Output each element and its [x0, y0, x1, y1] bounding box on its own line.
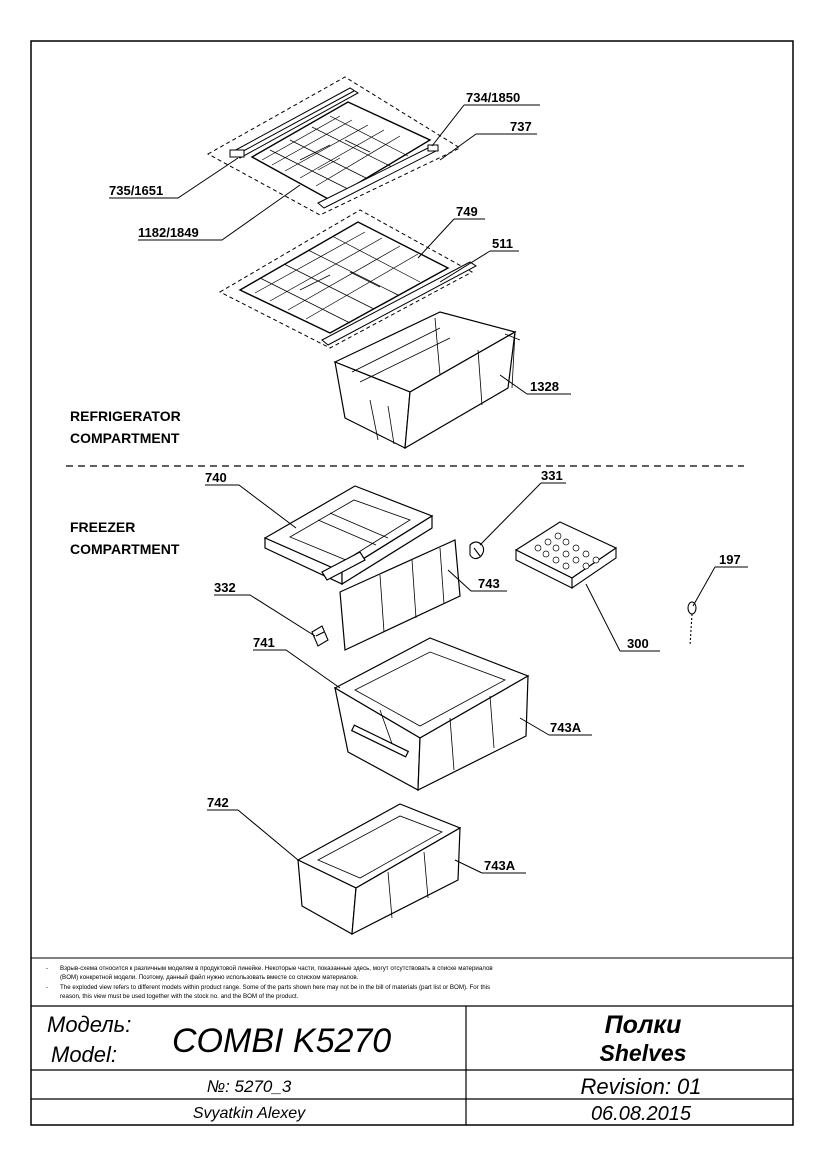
part-label-741: 741	[253, 635, 275, 650]
ice-tray-top	[514, 521, 618, 579]
part-label-743a-upper: 743A	[550, 720, 582, 735]
glass-panel-734	[250, 101, 432, 201]
hinge-331	[469, 541, 485, 560]
part-label-743a-lower: 743A	[484, 858, 516, 873]
part-label-331: 331	[541, 468, 563, 483]
ice-tray-cells	[534, 532, 600, 570]
tray-740-handle	[321, 551, 366, 581]
note-en-line-1: The exploded view refers to different mo…	[60, 984, 490, 991]
model-value: COMBI K5270	[172, 1022, 391, 1060]
glass-pattern	[261, 115, 409, 191]
glass-shelf-2	[218, 209, 477, 349]
part-label-734-1850: 734/1850	[466, 90, 520, 105]
crisper-side-face	[404, 330, 516, 450]
part-label-332: 332	[214, 580, 236, 595]
note-en-line-2: reason, this view must be used together …	[60, 993, 299, 1000]
drawer-742-inner	[317, 815, 443, 879]
part-label-743: 743	[478, 576, 500, 591]
drawer-742-side	[351, 826, 461, 936]
part-label-735-1651: 735/1651	[109, 183, 163, 198]
freezer-drawer-741	[333, 637, 530, 791]
drawer-741-side	[417, 674, 529, 791]
part-label-742: 742	[207, 795, 229, 810]
drawer-741-inner	[354, 651, 506, 727]
freezer-drawer-742	[296, 803, 462, 936]
part-label-737: 737	[510, 119, 532, 134]
shelf-1-dashed-envelope	[206, 76, 462, 216]
key-197	[687, 601, 697, 647]
part-label-740: 740	[205, 470, 227, 485]
tray-740-side	[341, 514, 433, 586]
model-label-en: Model:	[51, 1042, 117, 1067]
shelf-2-dashed-envelope	[218, 209, 474, 349]
tray-740-inner	[289, 499, 411, 561]
part-label-1182-1849: 1182/1849	[138, 225, 199, 240]
glass-pattern-2	[254, 231, 421, 324]
freezer-flap-743	[339, 539, 461, 651]
drawer-741-handle	[350, 724, 410, 758]
title-ru: Полки	[605, 1011, 682, 1039]
note-ru-line-1: Взрыв-схема относится к различным моделя…	[60, 965, 493, 972]
trim-511	[321, 261, 477, 346]
leader-lines	[109, 104, 748, 874]
glass-panel-749	[238, 221, 450, 334]
refrigerator-label-line-1: REFRIGERATOR	[70, 408, 181, 424]
part-label-511: 511	[492, 236, 513, 251]
freezer-label-line-2: COMPARTMENT	[70, 541, 180, 557]
part-label-1328: 1328	[530, 379, 559, 394]
freezer-tray-740	[263, 485, 434, 586]
note-ru-line-2: (BOM) конкретной модели. Поэтому, данный…	[60, 974, 359, 981]
crisper-drawer-1328	[333, 311, 521, 450]
revision: Revision: 01	[580, 1074, 701, 1099]
title-block	[31, 1005, 793, 1125]
note-bullet-2: -	[46, 984, 48, 991]
ice-tray-300	[514, 521, 618, 590]
flap-743-panel	[339, 539, 461, 651]
date: 06.08.2015	[591, 1103, 692, 1125]
refrigerator-label-line-2: COMPARTMENT	[70, 430, 180, 446]
part-label-749: 749	[456, 204, 478, 219]
part-label-197: 197	[719, 552, 741, 567]
drawing-number: №: 5270_3	[207, 1077, 292, 1096]
part-label-300: 300	[627, 636, 649, 651]
author: Svyatkin Alexey	[193, 1105, 306, 1122]
model-label-ru: Модель:	[47, 1012, 131, 1037]
ice-tray-side	[571, 546, 617, 590]
drawing-frame	[30, 40, 794, 1126]
clip-right	[427, 144, 439, 152]
clip-332	[311, 625, 329, 647]
glass-shelf-assembly	[206, 76, 462, 216]
note-bullet-1: -	[46, 965, 48, 972]
clip-left	[229, 149, 245, 158]
freezer-label-line-1: FREEZER	[70, 519, 135, 535]
title-en: Shelves	[600, 1040, 687, 1066]
